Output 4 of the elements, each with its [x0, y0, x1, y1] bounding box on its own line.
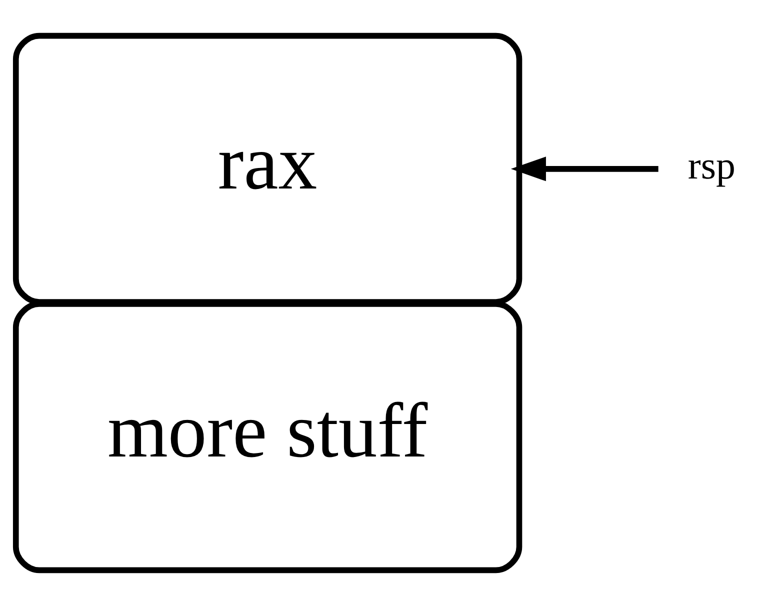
node-box: more stuff	[12, 301, 522, 574]
arrow	[510, 156, 658, 182]
node-text: rsp	[688, 144, 736, 188]
node-box: rax	[12, 32, 522, 305]
